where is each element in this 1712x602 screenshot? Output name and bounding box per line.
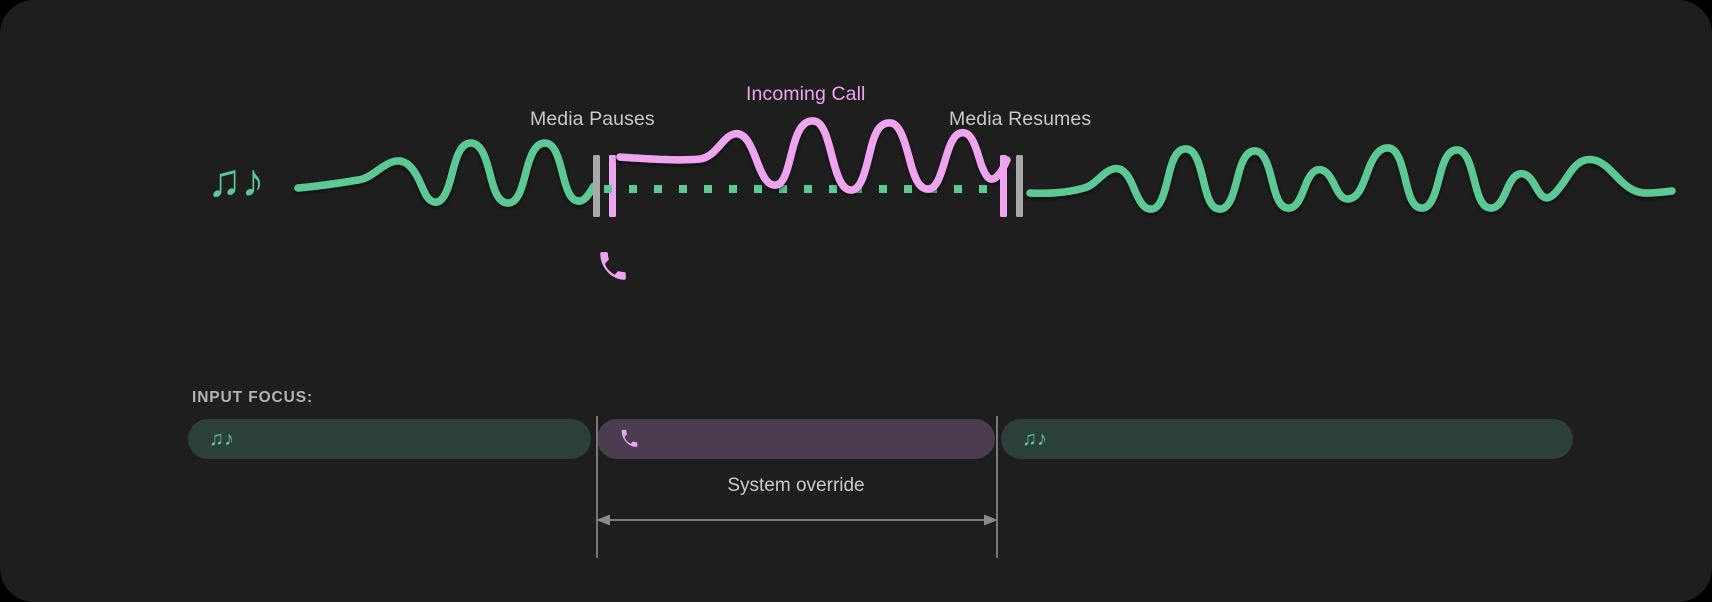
music-notes-icon: ♫♪ bbox=[209, 428, 234, 450]
focus-bar-media-before[interactable]: ♫♪ bbox=[188, 419, 591, 459]
override-guide-right bbox=[996, 416, 998, 558]
pause-marker-bar-pink bbox=[609, 155, 616, 217]
system-override-arrow bbox=[596, 514, 998, 526]
phone-handset-icon bbox=[621, 429, 638, 447]
resume-marker-bar-gray bbox=[1016, 155, 1023, 217]
phone-handset-icon bbox=[600, 252, 626, 280]
music-notes-icon: ♫♪ bbox=[207, 154, 265, 206]
input-focus-section: INPUT FOCUS: ♫♪ ♫♪ System override bbox=[0, 330, 1712, 602]
audio-timeline: ♫♪ Media Pauses Incoming Call Media Resu… bbox=[207, 83, 1676, 280]
focus-bar-call[interactable] bbox=[597, 419, 995, 459]
label-incoming-call: Incoming Call bbox=[746, 83, 866, 105]
label-media-resumes: Media Resumes bbox=[949, 108, 1092, 130]
system-override-label: System override bbox=[727, 475, 865, 496]
override-guide-left bbox=[596, 416, 598, 558]
waveform-media-before bbox=[294, 139, 598, 207]
pause-marker-bar-gray bbox=[593, 155, 600, 217]
label-media-pauses: Media Pauses bbox=[530, 108, 655, 130]
input-focus-title: INPUT FOCUS: bbox=[192, 389, 314, 406]
resume-marker-bar-pink bbox=[1000, 155, 1007, 217]
focus-bar-media-after[interactable]: ♫♪ bbox=[1001, 419, 1573, 459]
waveform-media-after bbox=[1026, 144, 1676, 213]
music-notes-icon: ♫♪ bbox=[1022, 428, 1047, 450]
waveform-graphic bbox=[294, 117, 1676, 217]
waveform-incoming-call bbox=[616, 117, 1011, 194]
